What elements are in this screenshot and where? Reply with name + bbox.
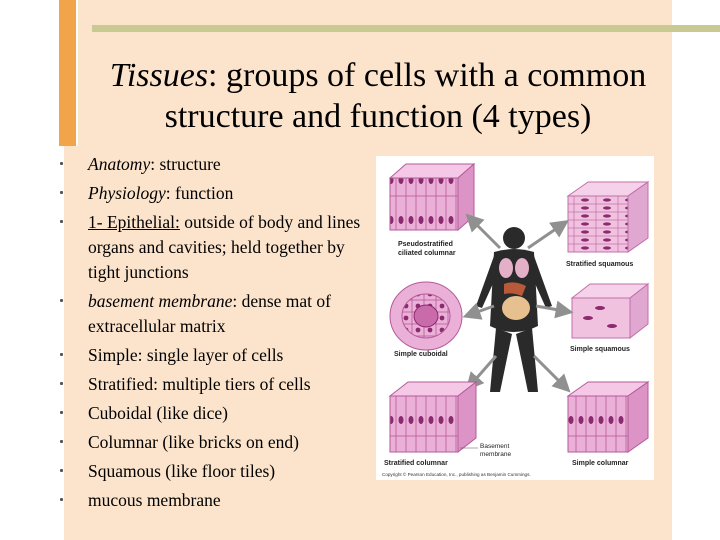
- bullet-text: 1- Epithelial: outside of body and lines…: [88, 208, 362, 287]
- bullet-dot: [60, 162, 63, 165]
- bullet-item: Anatomy: structure: [52, 150, 362, 179]
- basement-membrane-label-1: Basement: [480, 443, 509, 450]
- copyright-text: Copyright © Pearson Education, Inc., pub…: [382, 471, 531, 477]
- bullet-body: Squamous (like floor tiles): [88, 461, 276, 481]
- bullet-dot: [60, 498, 63, 501]
- title-rest: : groups of cells with a common structur…: [164, 57, 647, 135]
- bullet-text: Squamous (like floor tiles): [88, 457, 362, 486]
- bullet-item: Stratified: multiple tiers of cells: [52, 370, 362, 399]
- bullet-item: mucous membrane: [52, 486, 362, 515]
- bullet-item: Squamous (like floor tiles): [52, 457, 362, 486]
- bullet-dot: [60, 220, 63, 223]
- bullet-dot: [60, 299, 63, 302]
- stratified-columnar-illustration: [388, 380, 478, 454]
- epithelial-tissue-figure: Pseudostratified ciliated columnar Strat…: [376, 156, 654, 480]
- bullet-dot: [60, 382, 63, 385]
- pseudostratified-label-1: Pseudostratified: [398, 241, 453, 248]
- bullet-text: Physiology: function: [88, 179, 362, 208]
- bullet-text: Anatomy: structure: [88, 150, 362, 179]
- bullet-body: Simple: single layer of cells: [88, 345, 284, 365]
- bullet-item: Simple: single layer of cells: [52, 341, 362, 370]
- bullet-dot: [60, 191, 63, 194]
- bullet-body: outside of body and lines organs and cav…: [88, 212, 361, 282]
- slide-title: Tissues: groups of cells with a common s…: [78, 55, 678, 137]
- accent-bar-divider: [76, 0, 78, 146]
- bullet-body: : dense mat of extracellular matrix: [88, 291, 331, 336]
- stratified-squamous-label: Stratified squamous: [566, 261, 633, 268]
- bullet-text: Columnar (like bricks on end): [88, 428, 362, 457]
- pseudostratified-label-2: ciliated columnar: [398, 250, 456, 257]
- bullet-lead: Anatomy: [88, 154, 151, 174]
- bullet-item: Cuboidal (like dice): [52, 399, 362, 428]
- stratified-columnar-label: Stratified columnar: [384, 460, 448, 467]
- bullet-dot: [60, 411, 63, 414]
- bullet-lead: basement membrane: [88, 291, 233, 311]
- accent-bar-horizontal: [92, 25, 720, 32]
- simple-columnar-label: Simple columnar: [572, 460, 629, 467]
- basement-membrane-label-2: membrane: [480, 451, 511, 458]
- simple-columnar-illustration: [566, 381, 650, 453]
- bullet-body: mucous membrane: [88, 490, 221, 510]
- simple-cuboidal-label: Simple cuboidal: [394, 351, 448, 358]
- bullet-item: Columnar (like bricks on end): [52, 428, 362, 457]
- bullet-text: mucous membrane: [88, 486, 362, 515]
- body-illustration: [476, 227, 552, 392]
- pseudostratified-tissue-illustration: [388, 162, 476, 232]
- bullet-lead: 1- Epithelial:: [88, 212, 180, 232]
- bullet-body: Stratified: multiple tiers of cells: [88, 374, 311, 394]
- bullet-body: Cuboidal (like dice): [88, 403, 228, 423]
- simple-cuboidal-illustration: [389, 281, 463, 351]
- bullet-item: basement membrane: dense mat of extracel…: [52, 287, 362, 341]
- stratified-squamous-illustration: [566, 181, 650, 253]
- bullet-text: Cuboidal (like dice): [88, 399, 362, 428]
- bullet-body: : structure: [150, 154, 221, 174]
- bullet-text: Stratified: multiple tiers of cells: [88, 370, 362, 399]
- simple-squamous-illustration: [570, 282, 650, 340]
- bullet-text: basement membrane: dense mat of extracel…: [88, 287, 362, 341]
- bullet-item: Physiology: function: [52, 179, 362, 208]
- bullet-item: 1- Epithelial: outside of body and lines…: [52, 208, 362, 287]
- bullet-lead: Physiology: [88, 183, 166, 203]
- bullet-text: Simple: single layer of cells: [88, 341, 362, 370]
- accent-bar-vertical: [59, 0, 76, 146]
- bullet-dot: [60, 440, 63, 443]
- bullet-body: : function: [165, 183, 234, 203]
- bullet-body: Columnar (like bricks on end): [88, 432, 299, 452]
- bullet-dot: [60, 469, 63, 472]
- bullet-dot: [60, 353, 63, 356]
- title-italic: Tissues: [109, 57, 209, 94]
- simple-squamous-label: Simple squamous: [570, 346, 630, 353]
